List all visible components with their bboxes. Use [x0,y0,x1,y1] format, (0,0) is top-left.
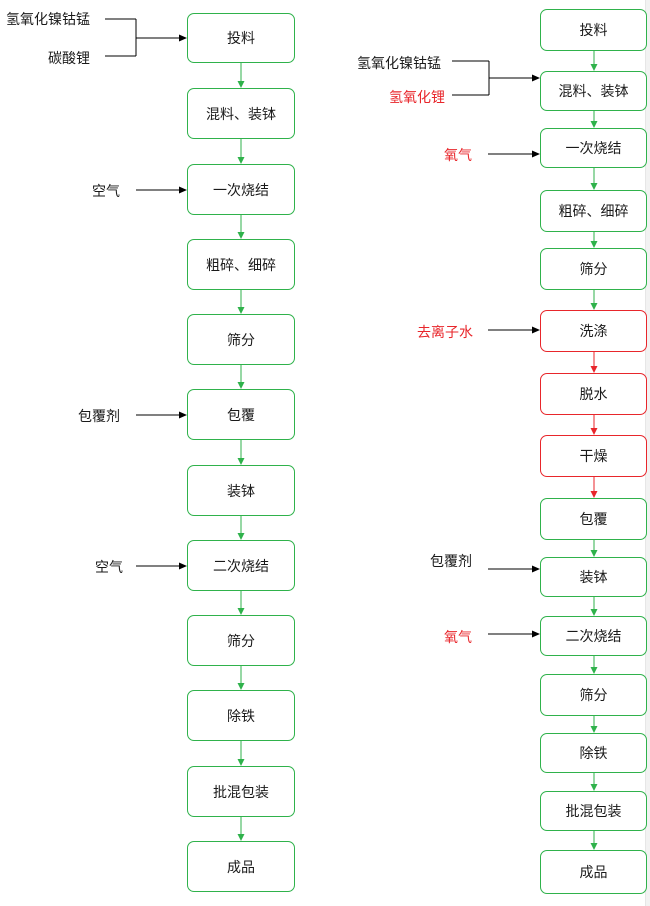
right-input-arrow-1-head [532,150,540,158]
right-step-load: 装钵 [540,557,647,597]
left-flow-arrow-7-head [237,608,245,615]
left-step-sieve-1: 筛分 [187,314,295,365]
right-step-deiron: 除铁 [540,733,647,773]
left-flow-arrow-9-head [237,759,245,766]
right-input-oxygen-1: 氧气 [444,148,472,164]
left-step-second-sinter: 二次烧结 [187,540,295,591]
left-flow-arrow-10-head [237,834,245,841]
right-step-sieve-2: 筛分 [540,674,647,716]
right-flow-arrow-13-head [590,843,598,850]
left-step-crush: 粗碎、细碎 [187,239,295,290]
left-input-ncm-hydroxide: 氢氧化镍钴锰 [6,12,90,28]
right-input-oxygen-2: 氧气 [444,630,472,646]
left-input-air-1: 空气 [92,184,120,200]
right-flow-arrow-9-head [590,609,598,616]
right-step-crush: 粗碎、细碎 [540,190,647,232]
right-flow-arrow-5-head [590,366,598,373]
left-flow-arrow-1-head [237,157,245,164]
right-step-second-sinter: 二次烧结 [540,616,647,656]
right-step-dewater: 脱水 [540,373,647,415]
left-input-arrow-3-head [179,562,187,570]
left-step-sieve-2: 筛分 [187,615,295,666]
left-flow-arrow-3-head [237,307,245,314]
left-step-load: 装钵 [187,465,295,516]
left-flow-arrow-6-head [237,533,245,540]
right-step-first-sinter: 一次烧结 [540,128,647,168]
right-input-coating-agent: 包覆剂 [430,554,472,570]
right-flow-arrow-11-head [590,726,598,733]
left-input-arrow-2-head [179,411,187,419]
left-step-mix-load: 混料、装钵 [187,88,295,139]
left-input-arrow-1-head [179,186,187,194]
left-step-first-sinter: 一次烧结 [187,164,295,215]
right-input-arrow-2-head [532,326,540,334]
right-input-arrow-0-head [532,74,540,82]
right-flow-arrow-4-head [590,303,598,310]
left-input-arrow-0-head [179,34,187,42]
left-flow-arrow-4-head [237,382,245,389]
right-step-wash: 洗涤 [540,310,647,352]
right-step-product: 成品 [540,850,647,894]
right-step-blend-pack: 批混包装 [540,791,647,831]
left-flow-arrow-2-head [237,232,245,239]
right-step-dry: 干燥 [540,435,647,477]
left-flow-arrow-0-head [237,81,245,88]
right-flow-arrow-2-head [590,183,598,190]
right-flow-arrow-0-head [590,64,598,71]
left-input-lithium-carbonate: 碳酸锂 [48,51,90,67]
left-flow-arrow-5-head [237,458,245,465]
right-step-mix-load: 混料、装钵 [540,71,647,111]
right-step-feed: 投料 [540,9,647,51]
left-step-blend-pack: 批混包装 [187,766,295,817]
right-flow-arrow-7-head [590,491,598,498]
left-input-coating-agent: 包覆剂 [78,409,120,425]
right-flow-arrow-8-head [590,550,598,557]
right-flow-arrow-10-head [590,667,598,674]
right-flow-arrow-1-head [590,121,598,128]
right-flow-arrow-6-head [590,428,598,435]
right-input-ncm-hydroxide: 氢氧化镍钴锰 [357,56,441,72]
right-input-lithium-hydroxide: 氢氧化锂 [389,90,445,106]
right-input-arrow-4-head [532,630,540,638]
right-step-coating: 包覆 [540,498,647,540]
right-flow-arrow-3-head [590,241,598,248]
left-step-coating: 包覆 [187,389,295,440]
left-step-product: 成品 [187,841,295,892]
left-input-air-2: 空气 [95,560,123,576]
left-step-feed: 投料 [187,13,295,63]
right-input-deionized-water: 去离子水 [417,325,473,341]
left-flow-arrow-8-head [237,683,245,690]
right-step-sieve-1: 筛分 [540,248,647,290]
right-flow-arrow-12-head [590,784,598,791]
right-input-arrow-3-head [532,565,540,573]
left-step-deiron: 除铁 [187,690,295,741]
